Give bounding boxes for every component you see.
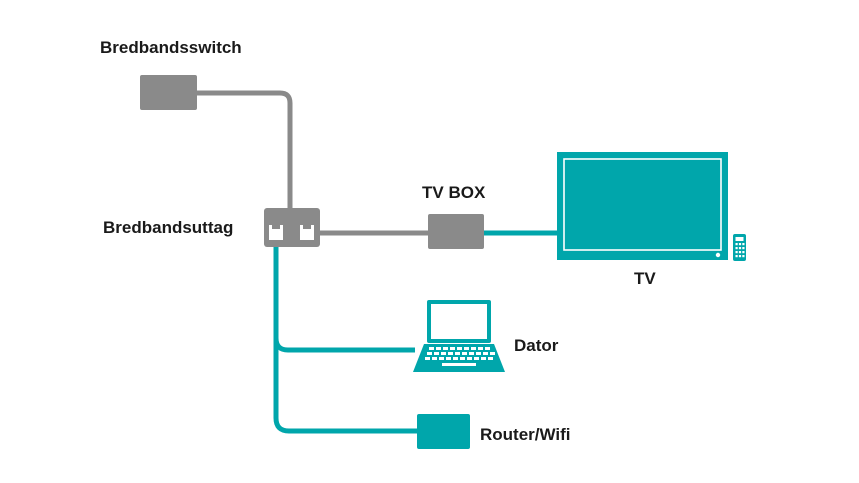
outlet-to-router-cable xyxy=(273,330,420,434)
computer-label: Dator xyxy=(514,336,559,355)
remote-control-icon xyxy=(733,234,746,261)
set-top-box-icon xyxy=(428,214,484,249)
outlet-to-computer-cable xyxy=(273,244,415,353)
outlet-label: Bredbandsuttag xyxy=(103,218,234,237)
switch-label: Bredbandsswitch xyxy=(100,38,242,57)
switch-to-outlet-cable xyxy=(196,90,293,210)
tvbox-label: TV BOX xyxy=(422,183,486,202)
laptop-icon xyxy=(413,300,505,372)
tv-screen-icon xyxy=(557,152,728,260)
router-label: Router/Wifi xyxy=(480,425,571,444)
router-device-icon xyxy=(417,414,470,449)
switch-device-icon xyxy=(140,75,197,110)
tv-label: TV xyxy=(634,269,656,288)
wall-outlet-icon xyxy=(264,208,320,247)
